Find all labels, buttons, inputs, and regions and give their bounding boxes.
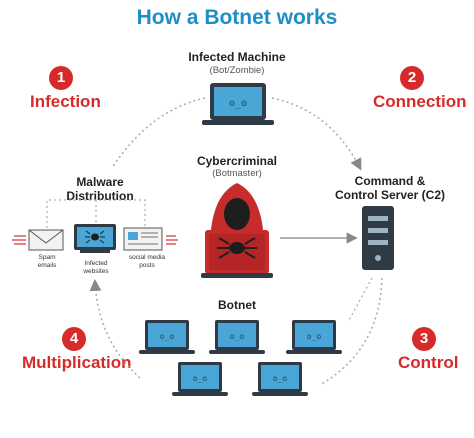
svg-text:ʘ_ʘ: ʘ_ʘ: [273, 374, 288, 383]
cycle-arc-multiplication: [89, 279, 141, 379]
cybercriminal-subtitle: (Botmaster): [212, 168, 262, 179]
svg-text:ʘ_ʘ: ʘ_ʘ: [193, 374, 208, 383]
cycle-arc-connection: [271, 97, 362, 171]
svg-text:ʘ_ʘ: ʘ_ʘ: [307, 332, 322, 341]
botnet-laptop-3: ʘ_ʘ: [286, 320, 342, 354]
step-2-badge: 2: [400, 66, 424, 90]
social-media-label: social media posts: [122, 254, 172, 270]
control-arrow-dotted: [347, 277, 373, 323]
infected-machine-subtitle: (Bot/Zombie): [209, 65, 265, 76]
botnet-title: Botnet: [218, 298, 256, 312]
botnet-laptop-2: ʘ_ʘ: [209, 320, 265, 354]
botnet-laptop-5: ʘ_ʘ: [252, 362, 308, 396]
malware-title-line1: Malware: [76, 175, 124, 189]
cybercriminal-figure: [201, 183, 273, 278]
infected-machine-title: Infected Machine: [188, 50, 286, 64]
step-2-label: Connection: [373, 92, 467, 111]
c2-server: [362, 206, 394, 270]
cycle-arc-control: [319, 277, 383, 386]
cybercriminal-title: Cybercriminal: [196, 154, 278, 168]
svg-text:ʘ_ʘ: ʘ_ʘ: [229, 98, 247, 109]
malware-bracket: [46, 199, 146, 228]
spam-label-line2: emails: [37, 262, 57, 269]
spam-label-line1: Spam: [38, 254, 56, 261]
c2-title-line1: Command &: [354, 174, 426, 188]
infected-websites-label: Infected websites: [74, 260, 118, 276]
step-3-label: Control: [398, 353, 459, 372]
svg-text:ʘ_ʘ: ʘ_ʘ: [160, 332, 175, 341]
infected-website-icon: [74, 224, 116, 253]
spam-email-icon: [12, 229, 64, 251]
step-3-badge: 3: [412, 327, 436, 351]
step-1-label: Infection: [30, 92, 101, 111]
step-4-badge: 4: [62, 327, 86, 351]
malware-title-line2: Distribution: [66, 189, 134, 203]
diagram-title: How a Botnet works: [136, 6, 338, 29]
botnet-laptop-1: ʘ_ʘ: [139, 320, 195, 354]
social-media-icon: [123, 227, 178, 251]
svg-text:ʘ_ʘ: ʘ_ʘ: [230, 332, 245, 341]
social-label-line2: posts: [139, 262, 155, 269]
botnet-laptop-4: ʘ_ʘ: [172, 362, 228, 396]
step-4-label: Multiplication: [22, 353, 132, 372]
c2-title-line2: Control Server (C2): [334, 188, 446, 202]
social-label-line1: social media: [128, 254, 166, 261]
cycle-arc-infection: [111, 97, 206, 169]
infected-machine-laptop: ʘ_ʘ: [202, 83, 274, 125]
step-1-badge: 1: [49, 66, 73, 90]
websites-label-line1: Infected: [84, 260, 108, 267]
websites-label-line2: websites: [83, 268, 109, 275]
spam-emails-label: Spam emails: [27, 254, 67, 270]
